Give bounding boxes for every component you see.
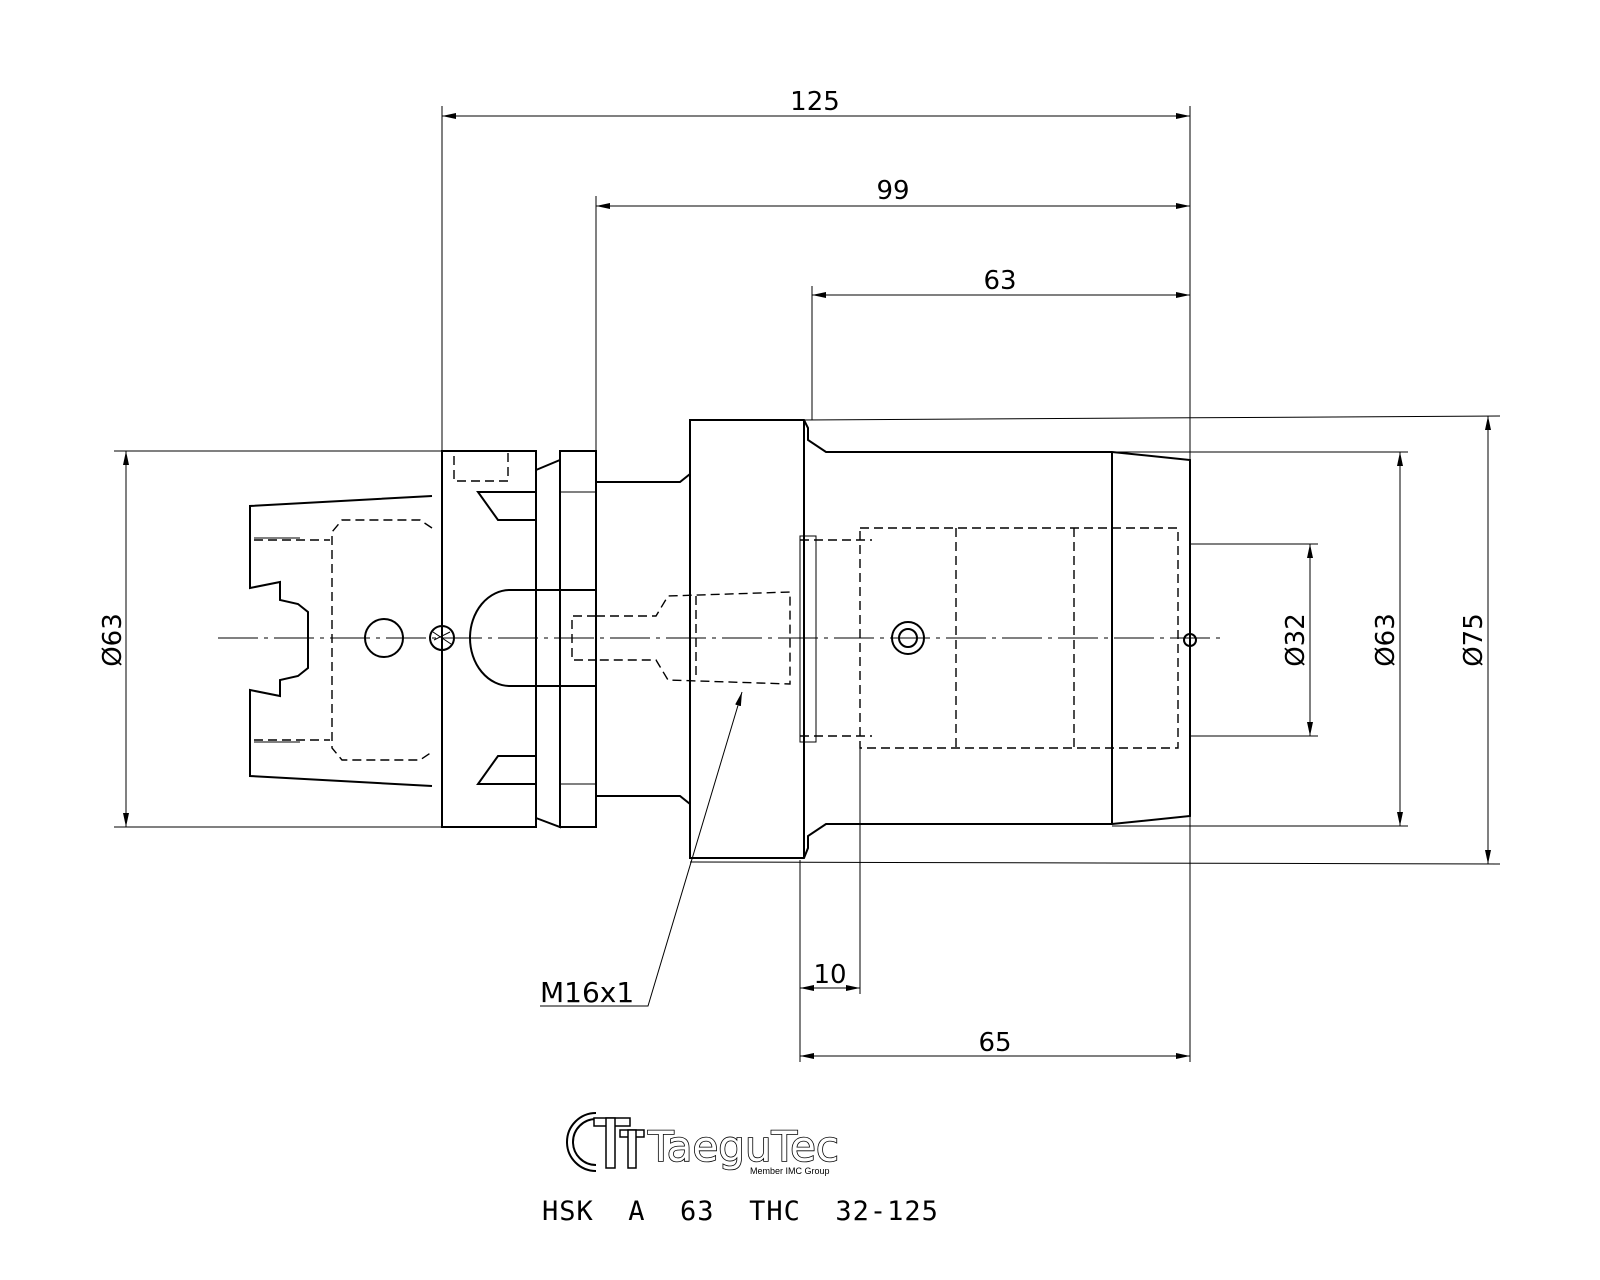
extension-lines — [114, 106, 1501, 1062]
screw-inner — [898, 628, 918, 648]
dim-body-diameter-label: Ø63 — [1371, 613, 1401, 667]
drive-pin — [429, 625, 455, 651]
dim-63-label: 63 — [983, 266, 1016, 296]
logo-name: TaeguTec — [647, 1122, 839, 1171]
dim-shank-diameter-label: Ø63 — [98, 613, 128, 667]
dim-65-label: 65 — [978, 1028, 1011, 1058]
hsk-shank — [249, 495, 433, 787]
taegutec-emblem-icon — [566, 1112, 645, 1172]
dim-flange-diameter-label: Ø75 — [1459, 613, 1489, 667]
part-title: HSK A 63 THC 32-125 — [542, 1196, 939, 1227]
collar — [429, 450, 597, 829]
logo-tagline: Member IMC Group — [750, 1166, 830, 1176]
dim-bore-diameter-label: Ø32 — [1281, 613, 1311, 667]
dimension-lines — [123, 113, 1491, 1059]
main-body — [689, 419, 1197, 859]
ball-plug — [1183, 633, 1197, 647]
thread-callout-label: M16x1 — [540, 976, 634, 1009]
dim-10-label: 10 — [813, 960, 846, 990]
coolant-tube — [469, 589, 791, 687]
screw-outer — [891, 621, 925, 655]
dim-125-label: 125 — [790, 87, 840, 117]
neck — [596, 420, 691, 858]
dim-99-label: 99 — [876, 176, 909, 206]
taegutec-logo: TaeguTec Member IMC Group — [566, 1112, 840, 1176]
thread-leader — [540, 691, 743, 1007]
cross-hole — [364, 618, 404, 658]
